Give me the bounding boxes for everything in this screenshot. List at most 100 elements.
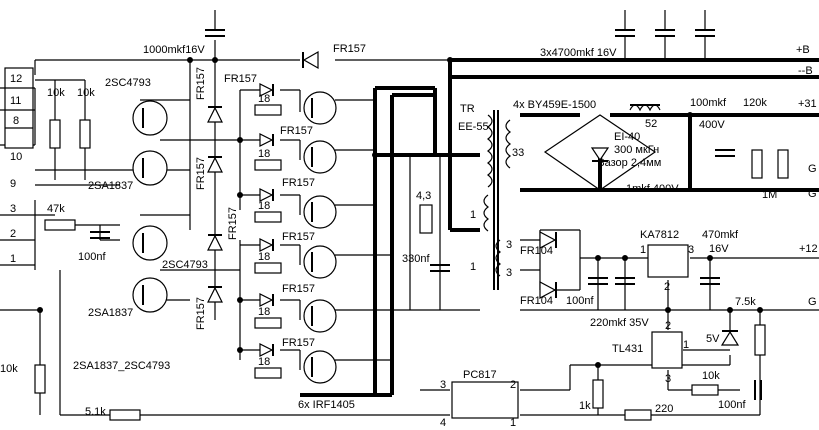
- label-r18-5: 18: [258, 306, 270, 318]
- label-pc-p3: 3: [440, 379, 446, 391]
- label-r10k-a: 10k: [47, 87, 65, 99]
- label-gnd-1: G: [808, 188, 817, 200]
- label-c100mkf: 100mkf: [690, 97, 727, 109]
- label-tr: TR: [460, 103, 475, 115]
- label-2sc4793-b: 2SC4793: [162, 259, 208, 271]
- label-l52: 52: [645, 118, 657, 130]
- label-r18-4: 18: [258, 251, 270, 263]
- label-c100nf-c: 100nf: [718, 399, 746, 411]
- label-ka-p2: 2: [664, 281, 670, 293]
- label-minus-b: --B: [798, 65, 813, 77]
- label-c1mkf: 1mkf 400V: [626, 183, 679, 195]
- label-plus-b: +B: [796, 44, 810, 56]
- label-w3-b: 3: [506, 267, 512, 279]
- label-r5-1k: 5.1k: [85, 406, 106, 418]
- label-r7-5k: 7.5k: [735, 296, 756, 308]
- label-pc-p1: 1: [510, 417, 516, 429]
- label-gnd-2: G: [808, 296, 817, 308]
- label-c470mkf: 470mkf: [702, 229, 739, 241]
- label-fr157-6: FR157: [282, 337, 315, 349]
- label-ee55: EE-55: [458, 121, 489, 133]
- connector-block: [4, 67, 34, 149]
- label-pin-12: 12: [10, 73, 22, 85]
- label-w33: 33: [512, 147, 524, 159]
- label-ei40: EI-40: [614, 131, 640, 143]
- label-bridge: 4x BY459E-1500: [513, 99, 596, 111]
- label-pin-9: 9: [10, 178, 16, 190]
- label-fr157-v2: FR157: [195, 157, 207, 190]
- label-pin-8: 8: [13, 115, 19, 127]
- label-r220: 220: [655, 403, 673, 415]
- label-r4-3: 4,3: [416, 190, 431, 202]
- label-gnd-3: G: [808, 163, 817, 175]
- label-mosfets: 6x IRF1405: [298, 399, 355, 411]
- capacitors: [90, 10, 762, 400]
- label-r18-2: 18: [258, 148, 270, 160]
- label-r47k: 47k: [47, 203, 65, 215]
- label-r120k: 120k: [743, 97, 767, 109]
- power-rails: [300, 58, 819, 397]
- label-pin-2: 2: [10, 228, 16, 240]
- label-tl431: TL431: [612, 343, 643, 355]
- labels: 1000mkf16V FR157 3x4700mkf 16V +B --B +3…: [0, 43, 818, 429]
- label-c100nf-b: 100nf: [566, 295, 594, 307]
- junction-dots: [37, 57, 763, 368]
- label-5v: 5V: [706, 333, 720, 345]
- label-pc-p2: 2: [510, 379, 516, 391]
- label-pc817: PC817: [463, 369, 497, 381]
- label-fr157-1: FR157: [224, 73, 257, 85]
- label-fr157-v1: FR157: [195, 67, 207, 100]
- label-w1-a: 1: [470, 209, 476, 221]
- label-2sc4793-a: 2SC4793: [105, 77, 151, 89]
- label-r10k-c: 10k: [0, 363, 18, 375]
- label-r18-1: 18: [258, 93, 270, 105]
- label-pin-10: 10: [10, 151, 22, 163]
- label-w1-b: 1: [470, 261, 476, 273]
- label-fr157-3: FR157: [282, 177, 315, 189]
- label-fr104-b: FR104: [520, 295, 553, 307]
- label-tl-p1: 1: [683, 339, 689, 351]
- transistors: [132, 91, 337, 384]
- label-pair-note: 2SA1837_2SC4793: [73, 360, 170, 372]
- label-fr157-v3: FR157: [227, 207, 239, 240]
- label-r18-3: 18: [258, 200, 270, 212]
- label-gap: Зазор 2,4мм: [598, 157, 661, 169]
- label-r10k-d: 10k: [702, 370, 720, 382]
- label-fr157-2: FR157: [280, 125, 313, 137]
- label-ka-p3: 3: [688, 244, 694, 256]
- label-ka-p1: 1: [640, 244, 646, 256]
- label-c330nf: 330nf: [402, 253, 430, 265]
- label-fr104-a: FR104: [520, 245, 553, 257]
- magnetics-and-ics: [451, 104, 689, 419]
- label-l300: 300 мкГн: [614, 144, 659, 156]
- label-r1k: 1k: [579, 400, 591, 412]
- resistors: [34, 104, 789, 421]
- label-fr157-5: FR157: [282, 283, 315, 295]
- signal-wires: [0, 40, 819, 416]
- label-w3-a: 3: [506, 239, 512, 251]
- label-r1m: 1M: [762, 189, 777, 201]
- label-400v: 400V: [699, 119, 725, 131]
- label-tl-p2: 2: [665, 320, 671, 332]
- label-plus-31: +31: [798, 98, 817, 110]
- label-1000mkf: 1000mkf16V: [143, 44, 205, 56]
- label-tl-p3: 3: [665, 373, 671, 385]
- label-c100nf-a: 100nf: [78, 251, 106, 263]
- label-2sa1837-a: 2SA1837: [88, 180, 133, 192]
- label-fr157-v4: FR157: [195, 297, 207, 330]
- label-pin-3: 3: [10, 203, 16, 215]
- label-ka7812: KA7812: [640, 229, 679, 241]
- label-3x4700: 3x4700mkf 16V: [540, 47, 617, 59]
- label-fr157-4: FR157: [282, 231, 315, 243]
- label-fr157-top: FR157: [333, 43, 366, 55]
- label-16v: 16V: [709, 243, 729, 255]
- label-pin-11: 11: [10, 95, 21, 107]
- label-pin-1: 1: [10, 253, 16, 265]
- label-plus-12: +12: [799, 243, 818, 255]
- label-r18-6: 18: [258, 356, 270, 368]
- label-2sa1837-b: 2SA1837: [88, 307, 133, 319]
- diodes: [207, 50, 740, 357]
- label-c220mkf: 220mkf 35V: [590, 317, 649, 329]
- label-pc-p4: 4: [440, 417, 446, 429]
